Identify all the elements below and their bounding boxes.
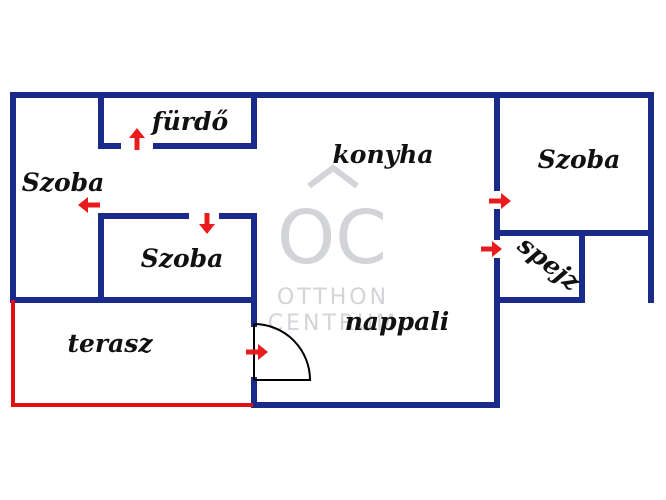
- watermark-logo: OC: [277, 195, 387, 281]
- walls: [10, 92, 654, 408]
- arrow-left-icon: [78, 197, 100, 213]
- door-arc: [253, 323, 312, 381]
- room-label-furdo: fürdő: [150, 107, 229, 136]
- room-label-konyha: konyha: [332, 140, 433, 169]
- arrow-right-icon: [489, 193, 511, 209]
- arrow-up-icon: [129, 128, 145, 150]
- entry-arrows: [78, 128, 511, 360]
- watermark: OC OTTHON CENTRUM: [268, 164, 399, 336]
- watermark-line-2: CENTRUM: [268, 311, 399, 336]
- room-label-szoba-right: Szoba: [538, 145, 621, 174]
- room-label-nappali: nappali: [345, 307, 450, 336]
- room-label-spejz: spejz: [512, 229, 587, 296]
- watermark-roof-icon: [307, 164, 359, 189]
- terrace-outline: [11, 300, 253, 407]
- room-label-szoba-mid: Szoba: [141, 244, 224, 273]
- room-label-szoba-left: Szoba: [22, 168, 105, 197]
- room-label-terasz: terasz: [67, 329, 153, 358]
- terrace-edge: [11, 300, 253, 407]
- arrow-down-icon: [199, 213, 215, 234]
- arrow-right-icon: [246, 344, 268, 360]
- watermark-line-1: OTTHON: [277, 285, 389, 310]
- arrow-right-icon: [481, 241, 502, 257]
